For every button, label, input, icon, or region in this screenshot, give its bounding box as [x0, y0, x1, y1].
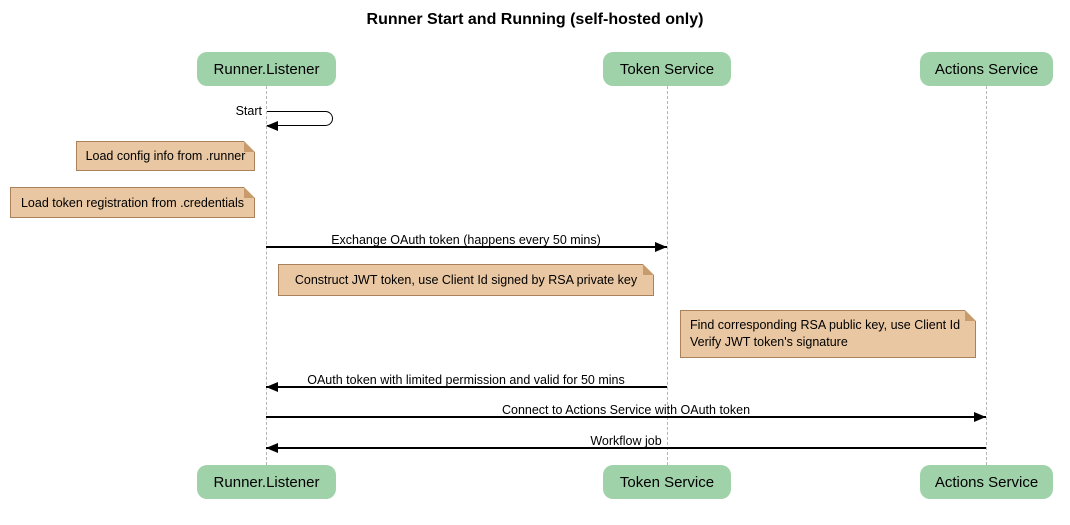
message-line	[266, 386, 667, 388]
arrowhead-left-icon	[266, 443, 278, 453]
message-label: Exchange OAuth token (happens every 50 m…	[331, 233, 601, 247]
participant-label: Runner.Listener	[213, 473, 320, 491]
participant-actions-service-bottom: Actions Service	[920, 465, 1053, 499]
lifeline-runner-listener	[266, 86, 267, 465]
note-verify-jwt: Find corresponding RSA public key, use C…	[680, 310, 976, 358]
participant-token-service-top: Token Service	[603, 52, 731, 86]
lifeline-actions-service	[986, 86, 987, 465]
message-label: OAuth token with limited permission and …	[307, 373, 625, 387]
note-text: Load token registration from .credential…	[20, 195, 245, 210]
note-text: Find corresponding RSA public key, use C…	[690, 317, 960, 351]
message-line	[266, 416, 986, 418]
arrowhead-left-icon	[266, 382, 278, 392]
diagram-title: Runner Start and Running (self-hosted on…	[366, 11, 704, 28]
participant-label: Token Service	[619, 473, 715, 491]
message-line	[266, 246, 667, 248]
self-loop-line	[267, 111, 333, 126]
arrowhead-right-icon	[974, 412, 986, 422]
participant-label: Runner.Listener	[213, 60, 320, 78]
participant-label: Actions Service	[934, 60, 1039, 78]
participant-runner-listener-top: Runner.Listener	[197, 52, 336, 86]
arrowhead-left-icon	[266, 121, 278, 131]
message-label: Start	[235, 104, 262, 118]
note-construct-jwt: Construct JWT token, use Client Id signe…	[278, 264, 654, 296]
arrowhead-right-icon	[655, 242, 667, 252]
message-label: Workflow job	[590, 434, 662, 448]
message-line	[266, 447, 986, 449]
lifeline-token-service	[667, 86, 668, 465]
note-load-config: Load config info from .runner	[76, 141, 255, 171]
participant-actions-service-top: Actions Service	[920, 52, 1053, 86]
participant-label: Token Service	[619, 60, 715, 78]
note-line-1: Find corresponding RSA public key, use C…	[690, 318, 961, 332]
note-load-token-registration: Load token registration from .credential…	[10, 187, 255, 218]
note-text: Construct JWT token, use Client Id signe…	[294, 273, 638, 287]
participant-runner-listener-bottom: Runner.Listener	[197, 465, 336, 499]
note-text: Load config info from .runner	[85, 149, 246, 163]
participant-token-service-bottom: Token Service	[603, 465, 731, 499]
note-line-2: Verify JWT token's signature	[690, 335, 848, 349]
participant-label: Actions Service	[934, 473, 1039, 491]
message-label: Connect to Actions Service with OAuth to…	[501, 403, 751, 417]
